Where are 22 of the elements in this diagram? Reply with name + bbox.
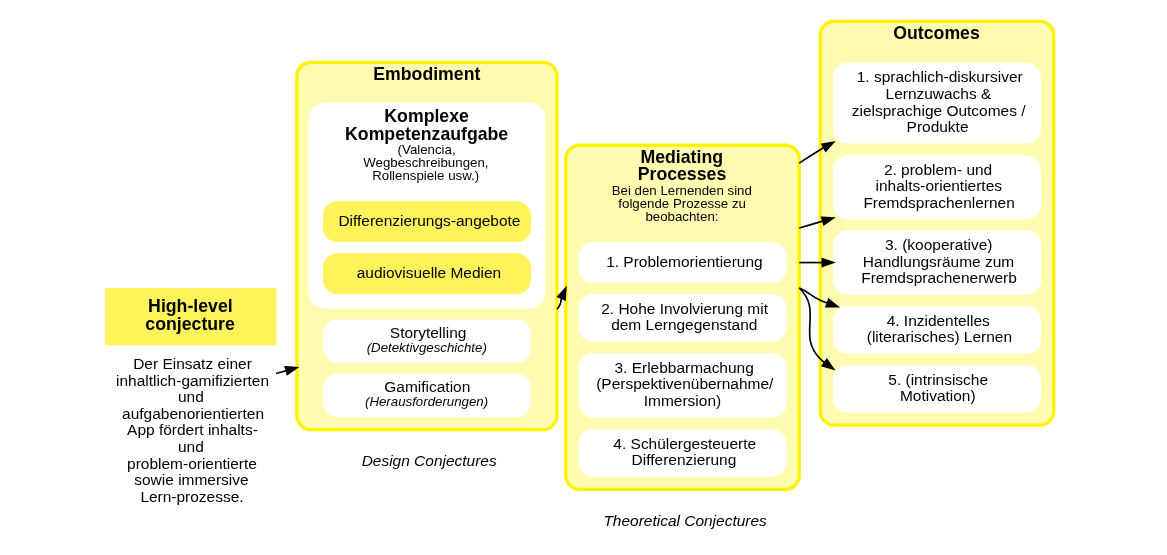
node-box: 3. Erlebbarmachung (Perspektivenübernahme/ Immersion): [578, 353, 787, 418]
node-box: Gamification (Herausforderungen): [322, 373, 531, 417]
label: Theoretical Conjectures: [603, 511, 767, 529]
node-box: 2. Hohe Involvierung mit dem Lerngegenstand: [578, 294, 787, 342]
node-box: 4. Inzidentelles (literarisches) Lernen: [833, 306, 1041, 354]
arrow: [798, 141, 836, 164]
label: Design Conjectures: [361, 451, 497, 469]
arrow: [275, 365, 300, 376]
node-box: 3. (kooperative) Handlungsräume zum Fremdsprachenerwerb: [833, 230, 1041, 295]
node-box: Storytelling (Detektivgeschichte): [322, 319, 531, 363]
arrow: [798, 257, 836, 268]
arrow: [556, 285, 567, 310]
node-box: Differenzierungs-angebote: [322, 201, 531, 243]
node-box: 5. (intrinsische Motivation): [833, 364, 1041, 413]
node-box: 1. Problemorientierung: [578, 242, 787, 284]
arrow: [798, 287, 836, 371]
arrow: [798, 216, 836, 229]
node-box: 4. Schülergesteuerte Differenzierung: [578, 429, 787, 477]
node-box: 1. sprachlich-diskursiver Lernzuwachs & zielsprachige Outcomes / Produkte: [833, 62, 1041, 144]
node-box: audiovisuelle Medien: [322, 253, 531, 295]
node-box: 2. problem- und inhalts-orientiertes Fremdsprachenlernen: [833, 155, 1041, 220]
arrow: [798, 287, 841, 308]
